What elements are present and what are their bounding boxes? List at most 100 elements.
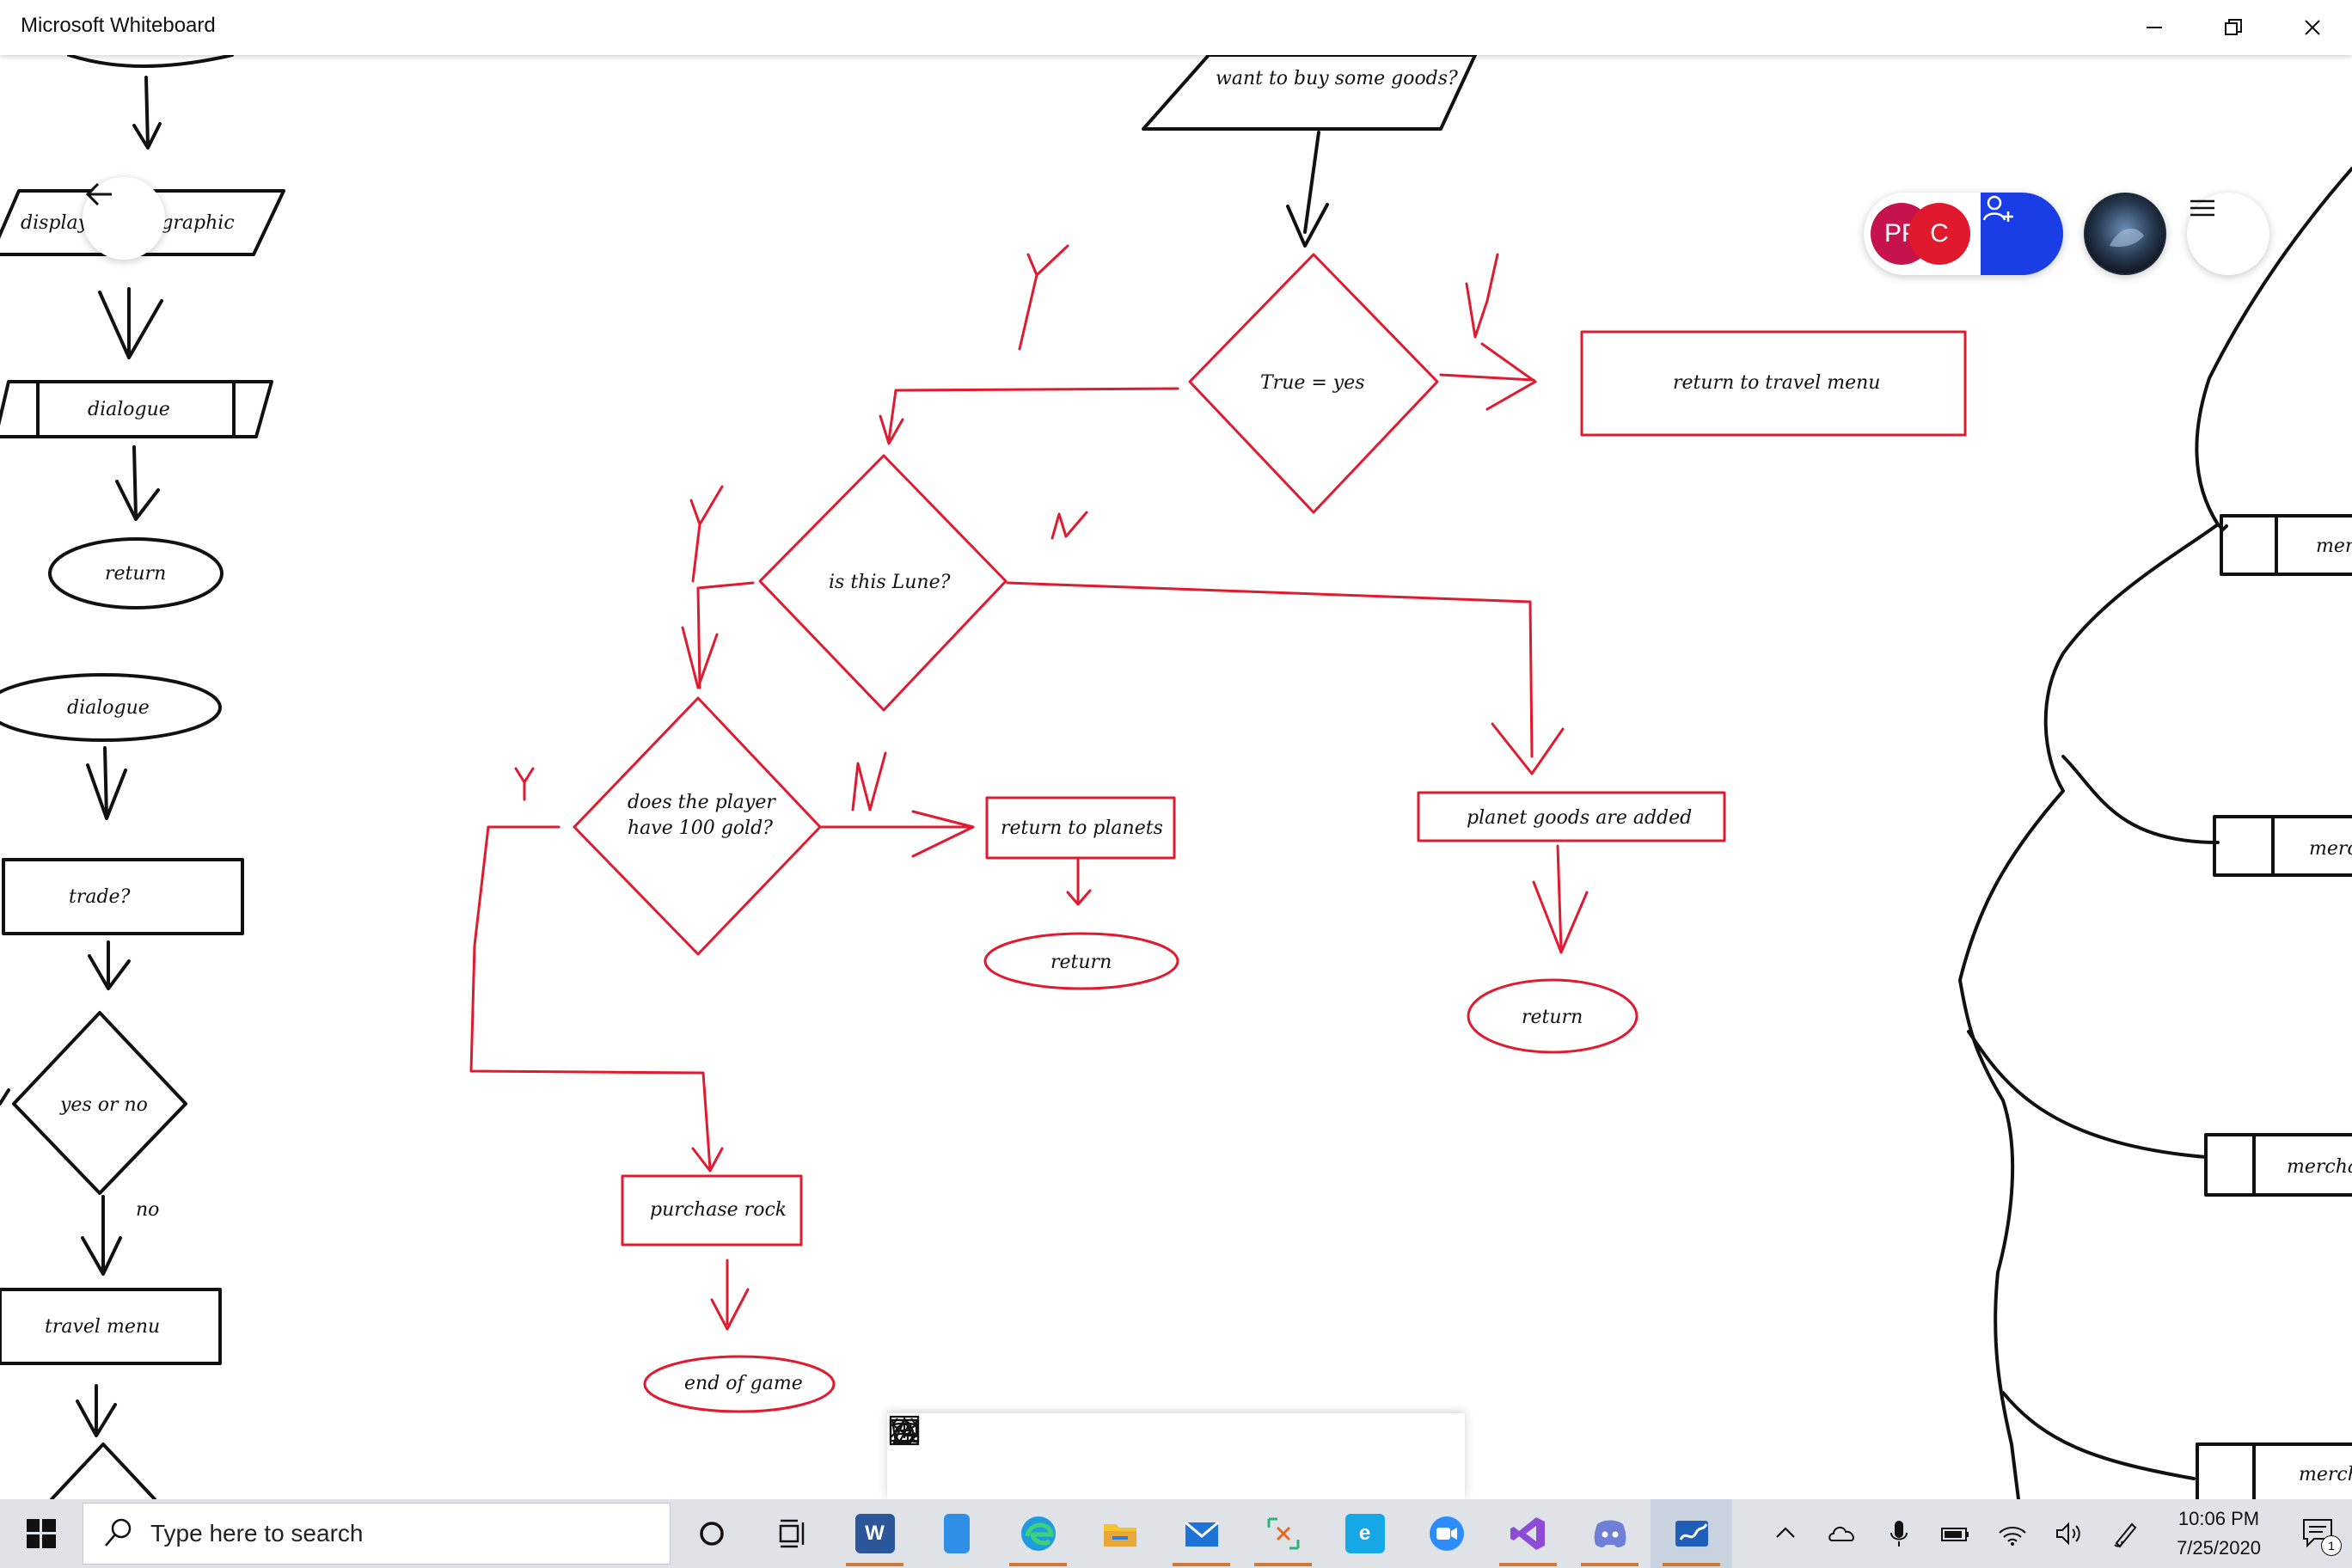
mark-y1 xyxy=(1018,244,1069,351)
label-yes-or-no: yes or no xyxy=(59,1094,148,1116)
flowchart-drawing[interactable]: display planet graphic dialogue return d… xyxy=(0,55,2352,1499)
merch-box-1 xyxy=(2220,514,2352,576)
return-travel-menu-box xyxy=(1580,330,1967,437)
store-app-icon[interactable]: e xyxy=(1324,1499,1406,1568)
redo-button[interactable] xyxy=(894,1418,1439,1484)
edge-app-icon[interactable] xyxy=(997,1499,1079,1568)
avatar[interactable]: C xyxy=(1908,203,1970,265)
onedrive-tray-icon[interactable] xyxy=(1814,1499,1871,1568)
has-gold-diamond xyxy=(573,696,822,956)
line-to-lune xyxy=(879,387,1179,445)
back-button[interactable] xyxy=(83,177,165,260)
invite-button[interactable] xyxy=(1981,193,2063,275)
phone-icon xyxy=(943,1514,970,1553)
mark-n2 xyxy=(1050,511,1088,540)
clock-time: 10:06 PM xyxy=(2177,1508,2260,1529)
mail-app-icon[interactable] xyxy=(1161,1499,1242,1568)
whiteboard-canvas[interactable]: display planet graphic dialogue return d… xyxy=(0,55,2352,1499)
restore-button[interactable] xyxy=(2194,0,2273,55)
clock-date: 7/25/2020 xyxy=(2177,1537,2261,1559)
label-return-left: return xyxy=(105,563,166,585)
label-has-gold-1: does the player xyxy=(628,792,776,813)
microphone-tray-icon[interactable] xyxy=(1871,1499,1927,1568)
mark-y2 xyxy=(689,485,724,583)
merch-box-3 xyxy=(2204,1133,2352,1197)
insert-tool-button[interactable] xyxy=(889,1415,1282,1484)
menu-button[interactable] xyxy=(2187,193,2269,275)
redo-icon xyxy=(894,1418,918,1445)
taskbar-search-box[interactable]: Type here to search xyxy=(83,1503,671,1565)
dialogue-oval xyxy=(0,673,222,742)
start-button[interactable] xyxy=(0,1499,83,1568)
profile-image-icon xyxy=(2086,194,2165,273)
hamburger-menu-icon xyxy=(2190,199,2214,217)
minimize-button[interactable] xyxy=(2115,0,2194,55)
label-no: no xyxy=(136,1199,159,1221)
arrow-1 xyxy=(132,76,162,150)
show-hidden-icons-button[interactable] xyxy=(1757,1499,1814,1568)
word-app-icon[interactable]: W xyxy=(834,1499,916,1568)
volume-tray-icon[interactable] xyxy=(2041,1499,2098,1568)
snip-app-icon[interactable] xyxy=(1242,1499,1324,1568)
action-center-button[interactable]: 1 xyxy=(2283,1499,2352,1568)
avatar-initials: C xyxy=(1930,219,1949,248)
pen-workspace-icon xyxy=(2114,1522,2137,1548)
restore-icon xyxy=(2225,19,2242,35)
sticky-note-tool-button[interactable] xyxy=(891,1418,1125,1484)
zoom-app-icon[interactable] xyxy=(1406,1499,1487,1568)
battery-tray-icon[interactable] xyxy=(1927,1499,1984,1568)
file-explorer-app-icon[interactable] xyxy=(1079,1499,1161,1568)
text-tool-button[interactable] xyxy=(892,1416,1046,1484)
image-tool-button[interactable] xyxy=(889,1418,1204,1484)
line-lune-right xyxy=(1006,581,1565,775)
collaborators-pill[interactable]: PP C xyxy=(1864,193,2063,275)
system-clock[interactable]: 10:06 PM 7/25/2020 xyxy=(2154,1499,2283,1568)
visual-studio-app-icon[interactable] xyxy=(1487,1499,1569,1568)
speaker-icon xyxy=(2056,1522,2080,1546)
label-return-b: return xyxy=(1522,1007,1583,1028)
taskbar: Type here to search W e xyxy=(0,1499,2352,1568)
display-graphic-parallelogram xyxy=(0,189,285,256)
label-merch-1: merc xyxy=(2316,536,2352,557)
tree-outline xyxy=(1958,167,2352,1499)
app-title: Microsoft Whiteboard xyxy=(21,14,216,37)
bottom-diamond-fragment xyxy=(50,1442,156,1499)
cortana-button[interactable] xyxy=(671,1499,752,1568)
scissors-icon xyxy=(1267,1517,1299,1550)
store-icon: e xyxy=(1344,1514,1385,1553)
yes-or-no-diamond xyxy=(12,1011,187,1195)
arrow-5 xyxy=(88,940,131,990)
task-view-button[interactable] xyxy=(752,1499,834,1568)
search-icon xyxy=(105,1518,132,1547)
whiteboard-toolbar xyxy=(887,1413,1465,1499)
notification-icon xyxy=(2303,1519,2332,1548)
undo-button[interactable] xyxy=(891,1418,1361,1484)
is-lune-diamond xyxy=(758,454,1008,712)
arrow-planets-down xyxy=(1066,858,1092,906)
return-oval xyxy=(48,537,224,609)
label-travel-menu: travel menu xyxy=(45,1316,160,1338)
pen-tray-icon[interactable] xyxy=(2098,1499,2154,1568)
whiteboard-app-icon[interactable] xyxy=(1651,1499,1732,1568)
arrow-4 xyxy=(86,746,127,820)
close-button[interactable] xyxy=(2273,0,2352,55)
label-return-travel-menu: return to travel menu xyxy=(1673,372,1880,394)
profile-avatar[interactable] xyxy=(2084,193,2166,275)
close-icon xyxy=(2305,20,2320,35)
mark-n3 xyxy=(851,751,887,812)
chevron-up-icon xyxy=(1776,1527,1795,1538)
planet-goods-box xyxy=(1417,791,1726,842)
add-person-icon xyxy=(1982,195,2013,222)
phone-app-icon[interactable] xyxy=(916,1499,997,1568)
title-bar: Microsoft Whiteboard xyxy=(0,0,2352,55)
buy-goods-parallelogram xyxy=(1142,55,1477,131)
true-yes-diamond xyxy=(1188,253,1439,514)
arrow-buy-down xyxy=(1286,131,1329,248)
arrow-to-travel-menu xyxy=(1439,342,1537,411)
purchase-rock-box xyxy=(621,1174,803,1246)
microphone-icon xyxy=(1890,1521,1908,1547)
mail-icon xyxy=(1184,1521,1219,1547)
top-oval-fragment xyxy=(67,55,234,68)
discord-app-icon[interactable] xyxy=(1569,1499,1651,1568)
network-tray-icon[interactable] xyxy=(1984,1499,2041,1568)
